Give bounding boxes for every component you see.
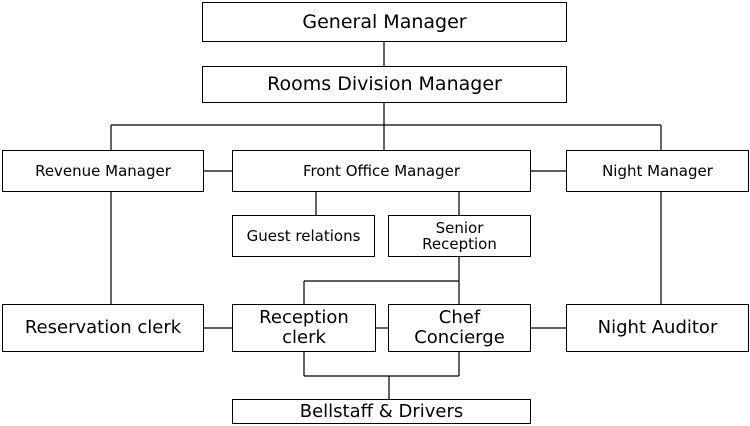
- node-revenue-manager: Revenue Manager: [2, 150, 204, 192]
- node-senior-reception: Senior Reception: [388, 215, 531, 257]
- node-rooms-division-manager: Rooms Division Manager: [202, 66, 567, 103]
- node-general-manager: General Manager: [202, 2, 567, 42]
- node-night-auditor: Night Auditor: [566, 304, 749, 352]
- node-reservation-clerk: Reservation clerk: [2, 304, 204, 352]
- node-reception-clerk: Reception clerk: [232, 304, 376, 352]
- node-bellstaff-drivers: Bellstaff & Drivers: [232, 399, 531, 424]
- node-guest-relations: Guest relations: [232, 215, 375, 257]
- node-chef-concierge: Chef Concierge: [388, 304, 531, 352]
- node-night-manager: Night Manager: [566, 150, 749, 192]
- node-front-office-manager: Front Office Manager: [232, 150, 531, 192]
